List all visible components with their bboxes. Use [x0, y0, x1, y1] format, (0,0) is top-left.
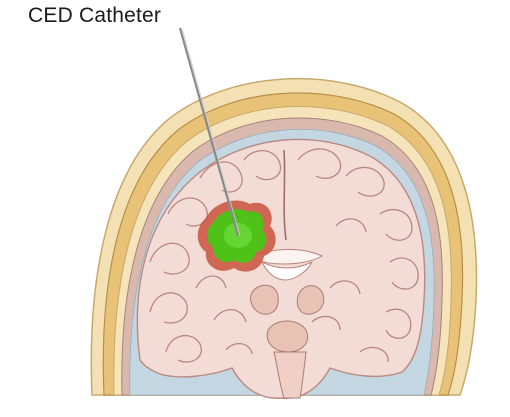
- brain-coronal-illustration: [0, 0, 510, 417]
